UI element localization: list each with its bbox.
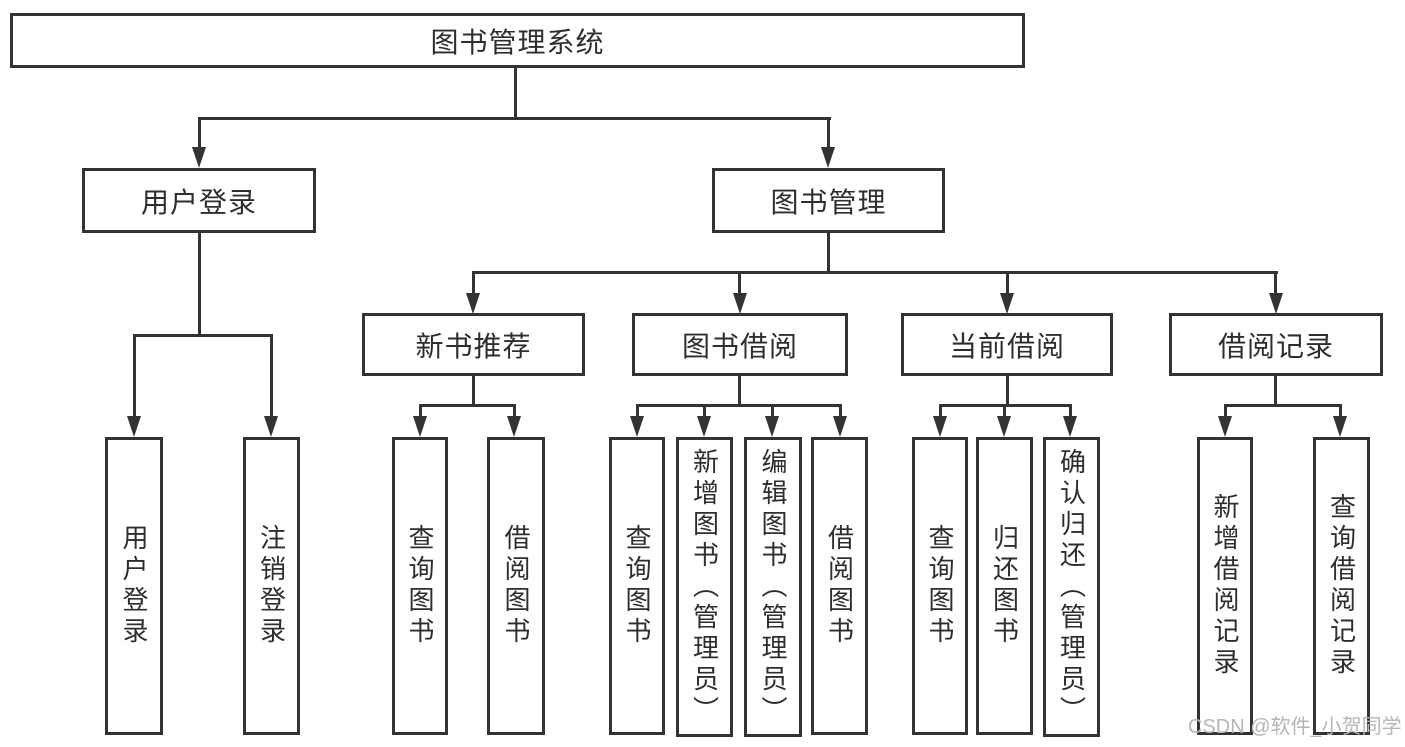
arrow-down-icon	[997, 416, 1011, 437]
connector-line	[1224, 404, 1342, 407]
leaf-query-books-borrowing: 查询图书	[609, 437, 665, 735]
connector-line	[1003, 406, 1006, 420]
arrow-down-icon	[1333, 416, 1347, 437]
leaf-add-borrow-record: 新增借阅记录	[1197, 437, 1253, 735]
leaf-user-login: 用户登录	[105, 437, 163, 735]
csdn-watermark: CSDN @软件_小贺同学	[1188, 716, 1402, 738]
node-current-borrowing: 当前借阅	[901, 313, 1113, 376]
arrow-down-icon	[1000, 293, 1014, 314]
leaf-confirm-return-admin: 确认归还（管理员）	[1043, 437, 1100, 737]
arrow-down-icon	[1063, 416, 1077, 437]
leaf-return-books: 归还图书	[976, 437, 1033, 735]
connector-line	[939, 404, 1072, 407]
connector-line	[703, 406, 706, 420]
connector-line	[198, 233, 201, 336]
leaf-add-book-admin: 新增图书（管理员）	[676, 437, 733, 737]
arrow-down-icon	[466, 293, 480, 314]
arrow-down-icon	[1269, 293, 1283, 314]
node-library-management-system: 图书管理系统	[10, 13, 1025, 68]
connector-line	[472, 271, 1278, 274]
connector-line	[198, 117, 831, 120]
connector-line	[1224, 406, 1227, 420]
connector-line	[1339, 406, 1342, 420]
arrow-down-icon	[127, 416, 141, 437]
arrow-down-icon	[933, 416, 947, 437]
connector-line	[133, 336, 136, 418]
connector-line	[1274, 273, 1277, 295]
connector-line	[636, 406, 639, 420]
connector-line	[939, 406, 942, 420]
connector-line	[738, 273, 741, 295]
connector-line	[472, 273, 475, 295]
connector-line	[1006, 273, 1009, 295]
arrow-down-icon	[1218, 416, 1232, 437]
connector-line	[636, 404, 842, 407]
arrow-down-icon	[765, 416, 779, 437]
connector-line	[513, 406, 516, 420]
connector-line	[839, 406, 842, 420]
node-book-borrowing: 图书借阅	[632, 313, 848, 376]
node-new-book-recommendation: 新书推荐	[362, 313, 585, 376]
connector-line	[472, 376, 475, 407]
connector-line	[1006, 376, 1009, 407]
connector-line	[133, 334, 273, 337]
leaf-borrow-books-borrowing: 借阅图书	[811, 437, 868, 735]
connector-line	[1069, 406, 1072, 420]
arrow-down-icon	[192, 147, 206, 168]
node-book-management: 图书管理	[712, 168, 945, 233]
connector-line	[738, 376, 741, 407]
connector-line	[771, 406, 774, 420]
leaf-logout: 注销登录	[243, 437, 300, 735]
connector-line	[1274, 376, 1277, 407]
node-user-login: 用户登录	[82, 168, 316, 233]
connector-line	[419, 406, 422, 420]
arrow-down-icon	[733, 293, 747, 314]
arrow-down-icon	[507, 416, 521, 437]
connector-line	[827, 119, 830, 149]
arrow-down-icon	[630, 416, 644, 437]
connector-line	[270, 336, 273, 418]
arrow-down-icon	[264, 416, 278, 437]
arrow-down-icon	[833, 416, 847, 437]
connector-line	[514, 68, 517, 119]
arrow-down-icon	[697, 416, 711, 437]
arrow-down-icon	[413, 416, 427, 437]
leaf-query-books-recommend: 查询图书	[392, 437, 448, 735]
arrow-down-icon	[821, 147, 835, 168]
connector-line	[198, 119, 201, 149]
node-borrowing-records: 借阅记录	[1169, 313, 1383, 376]
leaf-query-borrow-record: 查询借阅记录	[1313, 437, 1370, 735]
connector-line	[827, 233, 830, 273]
leaf-borrow-books-recommend: 借阅图书	[487, 437, 545, 735]
connector-line	[419, 404, 516, 407]
leaf-query-books-current: 查询图书	[912, 437, 968, 735]
leaf-edit-book-admin: 编辑图书（管理员）	[744, 437, 802, 737]
